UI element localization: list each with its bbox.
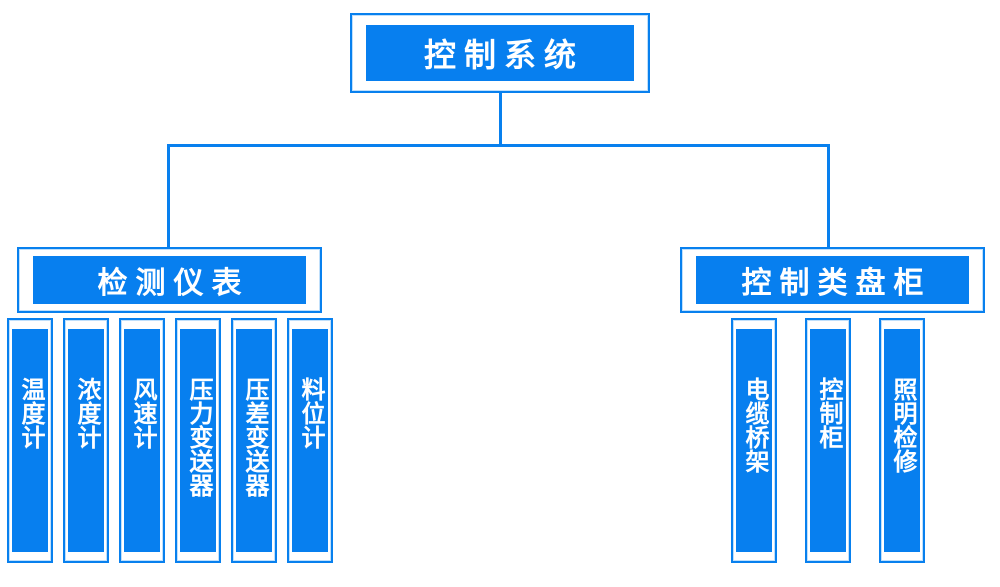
root-node-label: 控制系统 — [423, 37, 584, 73]
branch-node-control-panel-cabinets: 控制类盘柜 — [680, 247, 985, 313]
leaf-node-label: 温度计 — [17, 377, 44, 449]
root-node-core: 控制系统 — [366, 25, 634, 81]
leaf-node-label: 浓度计 — [73, 377, 100, 449]
branch-node-detection-instruments: 检测仪表 — [17, 247, 322, 313]
branch-node-label: 检测仪表 — [97, 267, 250, 300]
leaf-node-anemometer: 风速计 — [119, 318, 165, 563]
left-branch-leaf-group: 温度计 浓度计 风速计 压力变送器 压差变送器 料位计 — [7, 318, 333, 563]
leaf-node-label: 料位计 — [297, 377, 324, 449]
connector-left-vertical — [167, 144, 170, 248]
leaf-node-label: 风速计 — [129, 377, 156, 449]
leaf-node-label: 控制柜 — [815, 377, 842, 449]
right-branch-leaf-group: 电缆桥架 控制柜 照明检修 — [731, 318, 925, 563]
branch-node-label: 控制类盘柜 — [741, 267, 932, 300]
connector-main-horizontal — [167, 144, 830, 147]
leaf-node-label: 压力变送器 — [185, 377, 212, 497]
connector-root-vertical — [499, 92, 502, 145]
leaf-node-pressure-transmitter: 压力变送器 — [175, 318, 221, 563]
branch-node-core: 控制类盘柜 — [696, 256, 969, 304]
leaf-node-concentration-meter: 浓度计 — [63, 318, 109, 563]
leaf-node-label: 照明检修 — [889, 377, 916, 473]
leaf-node-control-cabinet: 控制柜 — [805, 318, 851, 563]
leaf-node-level-gauge: 料位计 — [287, 318, 333, 563]
leaf-node-thermometer: 温度计 — [7, 318, 53, 563]
leaf-node-differential-pressure-transmitter: 压差变送器 — [231, 318, 277, 563]
branch-node-core: 检测仪表 — [33, 256, 306, 304]
root-node-control-system: 控制系统 — [350, 13, 650, 93]
leaf-node-label: 电缆桥架 — [741, 377, 768, 473]
connector-right-vertical — [827, 144, 830, 248]
leaf-node-cable-tray: 电缆桥架 — [731, 318, 777, 563]
leaf-node-lighting-maintenance: 照明检修 — [879, 318, 925, 563]
leaf-node-label: 压差变送器 — [241, 377, 268, 497]
